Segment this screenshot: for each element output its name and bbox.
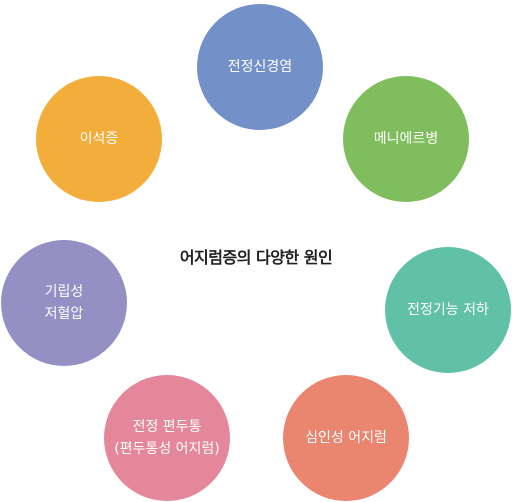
cause-circle-menieres-disease: 메니에르병 [343,76,469,202]
cause-circle-bppv: 이석증 [36,76,162,202]
cause-label-line-2: (편두통성 어지럼) [114,441,220,457]
cause-label: 이석증 [79,131,119,147]
cause-label-line-2: 저혈압 [44,306,84,322]
cause-circle-vestibular-hypofunction: 전정기능 저하 [385,247,511,373]
cause-label: 심인성 어지럼 [305,430,387,446]
cause-circle-vestibular-neuritis: 전정신경염 [197,4,323,130]
cause-circle-psychogenic-dizziness: 심인성 어지럼 [283,375,409,501]
cause-circle-vestibular-migraine: 전정 편두통 (편두통성 어지럼) [104,375,230,501]
cause-circle-orthostatic-hypotension: 기립성 저혈압 [1,240,127,366]
cause-label: 메니에르병 [373,131,439,147]
cause-label-line-1: 전정 편두통 [132,419,202,435]
cause-label: 전정기능 저하 [407,302,489,318]
cause-label-line-1: 기립성 [44,284,84,300]
cause-label: 전정신경염 [227,59,293,75]
diagram-title: 어지럼증의 다양한 원인 [179,248,333,267]
